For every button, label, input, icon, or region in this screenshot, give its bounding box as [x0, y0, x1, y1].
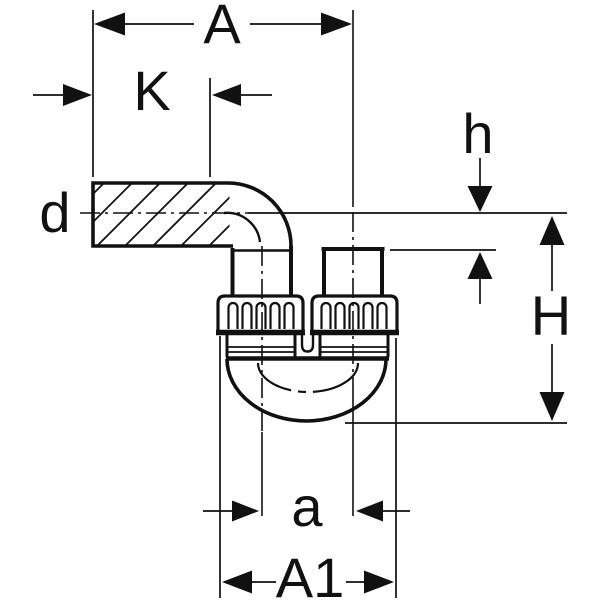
inlet-pipe-hatched — [91, 181, 233, 248]
arrowhead-left — [222, 570, 252, 594]
arrowhead-left — [94, 12, 125, 36]
dimension-A1 — [219, 336, 397, 598]
arrowhead-right — [232, 500, 259, 522]
dimension-labels: A K h d H a A1 — [39, 0, 571, 600]
dim-label-d: d — [39, 181, 70, 244]
arrowhead-right — [364, 570, 394, 594]
arrowhead-right — [321, 12, 352, 36]
arrowhead-down — [467, 186, 493, 212]
collar-right — [318, 334, 390, 357]
bowl-inner-wall — [256, 362, 360, 394]
knurl-ribs-right — [320, 301, 388, 329]
drawing-artwork — [33, 10, 567, 598]
pipe-outline — [91, 181, 233, 248]
centerlines — [80, 10, 567, 516]
dim-label-A: A — [203, 0, 241, 55]
section-hatching — [94, 184, 230, 246]
arrowhead-left — [356, 500, 383, 522]
dimension-h — [467, 158, 493, 304]
arrowhead-up — [467, 252, 493, 279]
dim-label-K: K — [133, 59, 170, 122]
union-nut-right — [310, 294, 399, 336]
dim-label-A1: A1 — [276, 546, 345, 600]
dimension-K — [33, 78, 272, 177]
bridge-tab — [300, 334, 315, 353]
dim-label-h: h — [462, 102, 493, 165]
trap-bowl — [225, 358, 388, 423]
bowl-outer-wall — [225, 358, 388, 423]
dimension-a — [203, 500, 410, 522]
knurl-ribs-left — [227, 301, 295, 329]
arrowhead-left — [63, 84, 92, 106]
collar-left — [225, 334, 297, 357]
arrowhead-down — [539, 392, 565, 421]
left-tailpiece-tube — [230, 246, 293, 296]
arrowhead-right — [212, 84, 241, 106]
dim-label-a: a — [291, 475, 323, 538]
dimension-A — [92, 10, 352, 177]
arrowhead-up — [539, 216, 565, 245]
dimension-H — [539, 216, 565, 421]
elbow-outer-arc — [227, 181, 293, 247]
dim-label-H: H — [531, 284, 571, 347]
union-nut-left — [216, 294, 305, 336]
